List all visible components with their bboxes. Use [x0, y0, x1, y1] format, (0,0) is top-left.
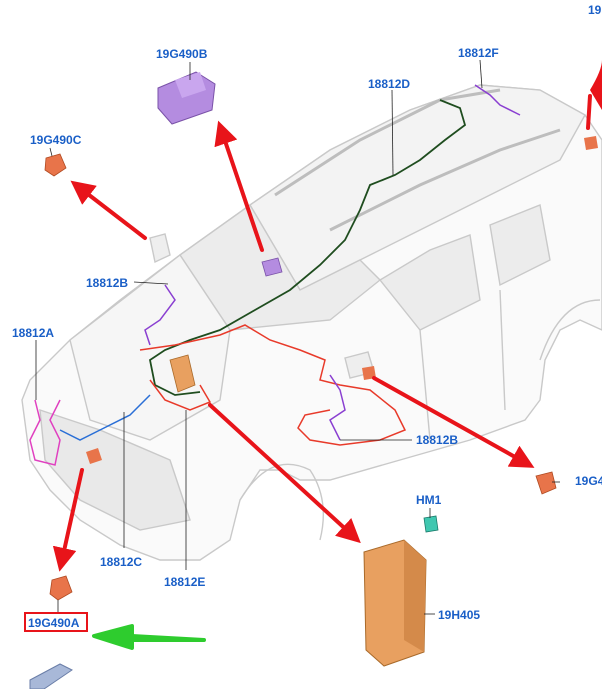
leader-lines [35, 59, 560, 615]
sensor-mirror-on-car [362, 366, 376, 380]
label-hm1[interactable]: HM1 [416, 493, 442, 507]
module-on-car-tan [169, 354, 196, 393]
label-19h405[interactable]: 19H405 [438, 608, 480, 622]
label-18812b-upper[interactable]: 18812B [86, 276, 128, 290]
module-on-car-purple [261, 257, 283, 277]
sensor-19g490c[interactable] [44, 153, 67, 177]
green-pointer-arrow [92, 624, 206, 650]
label-18812f[interactable]: 18812F [458, 46, 499, 60]
label-19g4-right[interactable]: 19G4 [575, 474, 602, 488]
module-19g490b[interactable] [157, 71, 216, 125]
harness-blue [59, 394, 151, 441]
sensor-top-right-on-car [584, 136, 598, 150]
label-19g490a[interactable]: 19G490A [28, 616, 80, 630]
label-top-right-cut: 19 [588, 3, 602, 17]
harness-red [139, 324, 407, 446]
highlight-box [24, 612, 88, 632]
label-18812b-door[interactable]: 18812B [416, 433, 458, 447]
label-19g490b[interactable]: 19G490B [156, 47, 208, 61]
sensor-19g490a[interactable] [49, 575, 73, 601]
harness-magenta [29, 399, 61, 466]
label-18812a[interactable]: 18812A [12, 326, 54, 340]
module-19h405[interactable] [363, 539, 427, 667]
sensor-19g4-right[interactable] [535, 471, 557, 495]
callout-arrows [52, 94, 592, 572]
label-18812e[interactable]: 18812E [164, 575, 205, 589]
harness-dark-green [148, 99, 467, 396]
sensor-front-on-car [86, 448, 102, 464]
label-19g490c[interactable]: 19G490C [30, 133, 82, 147]
harness-purple [144, 84, 521, 441]
connector-hm1[interactable] [423, 515, 439, 533]
label-18812c[interactable]: 18812C [100, 555, 142, 569]
vehicle-body [21, 84, 602, 561]
label-18812d[interactable]: 18812D [368, 77, 410, 91]
top-right-part-fragment [590, 60, 602, 110]
bracket-part [29, 663, 73, 689]
